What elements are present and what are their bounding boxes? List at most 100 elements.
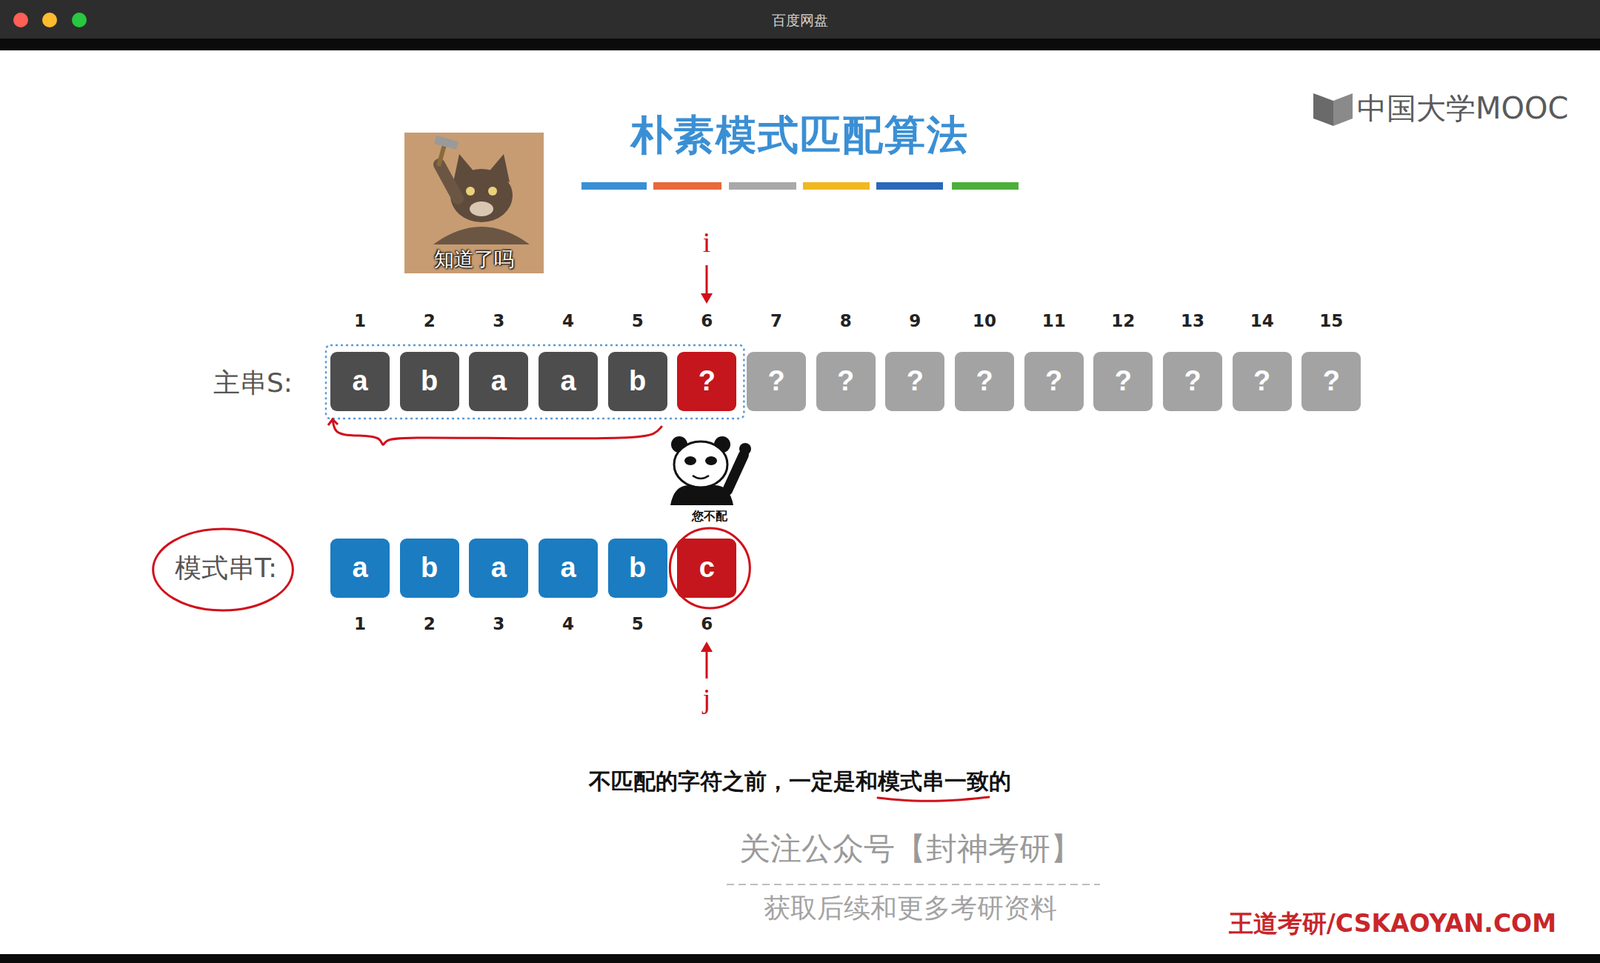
- char-text: ?: [1322, 365, 1340, 398]
- main-char-box: ?: [816, 351, 876, 412]
- index-number: 5: [631, 311, 644, 332]
- meme-picture: [404, 132, 544, 274]
- panda-eye: [705, 456, 718, 466]
- main-char-box: ?: [746, 351, 806, 412]
- panda-hand: [739, 442, 752, 455]
- meme-caption: 知道了吗: [434, 247, 515, 272]
- index-number: 6: [700, 614, 713, 635]
- cat-eye: [488, 186, 498, 196]
- char-text: ?: [906, 365, 924, 398]
- index-number: 12: [1111, 311, 1135, 332]
- panda-face: [674, 441, 728, 488]
- index-number: 6: [700, 311, 713, 332]
- pattern-char-box: a: [468, 538, 529, 598]
- main-char-box: a: [538, 351, 598, 412]
- hammer-head: [434, 135, 459, 150]
- watermark: 关注公众号【封神考研】: [739, 830, 1082, 868]
- char-text: a: [560, 552, 576, 584]
- char-text: a: [560, 365, 576, 398]
- main-char-box: ?: [1162, 351, 1223, 412]
- logo-text: 中国大学MOOC: [1357, 90, 1569, 126]
- watermark-rule: [726, 883, 1100, 886]
- slide-title: 朴素模式匹配算法: [631, 110, 969, 160]
- index-number: 15: [1319, 311, 1343, 332]
- main-char-box: a: [330, 351, 390, 412]
- cat-body: [433, 226, 530, 245]
- pointer-arrow: [705, 265, 709, 295]
- panda-eye: [684, 456, 697, 466]
- index-number: 1: [354, 311, 366, 332]
- brand-text: 王道考研/CSKAOYAN.COM: [1228, 908, 1557, 939]
- char-text: ?: [1183, 365, 1201, 398]
- char-text: b: [420, 365, 438, 398]
- char-text: ?: [1253, 365, 1271, 398]
- char-text: b: [420, 552, 438, 584]
- char-text: a: [351, 552, 368, 584]
- index-number: 9: [908, 311, 921, 332]
- pointer-label: j: [702, 682, 712, 717]
- bottom-edge: [0, 954, 1600, 963]
- color-bar: [653, 182, 722, 190]
- char-text: a: [351, 365, 368, 398]
- color-bar: [728, 182, 797, 190]
- panda-arm: [727, 454, 744, 491]
- index-number: 4: [562, 311, 575, 332]
- color-bar: [951, 182, 1019, 190]
- index-number: 14: [1250, 311, 1275, 332]
- char-text: b: [628, 365, 646, 398]
- main-char-box: ?: [885, 351, 945, 412]
- char-text: ?: [975, 365, 993, 398]
- hand-drawn-brace: [332, 419, 662, 445]
- meme-caption: 您不配: [691, 508, 728, 523]
- string-label: 模式串T:: [174, 551, 278, 584]
- char-text: a: [491, 365, 507, 398]
- char-text: b: [628, 552, 646, 584]
- hand-drawn-underline: [877, 797, 989, 801]
- index-number: 7: [770, 311, 783, 332]
- window-button: [71, 12, 87, 28]
- index-number: 11: [1042, 311, 1066, 332]
- main-char-box: ?: [1232, 351, 1292, 412]
- char-text: ?: [837, 365, 855, 398]
- char-text: ?: [767, 365, 785, 398]
- cat-arm: [439, 164, 458, 199]
- pattern-char-box: b: [400, 538, 460, 598]
- main-char-box: ?: [677, 351, 737, 412]
- main-char-box: b: [608, 351, 668, 412]
- main-char-box: ?: [954, 351, 1015, 412]
- char-text: ?: [698, 365, 716, 398]
- char-text: ?: [1114, 365, 1132, 398]
- window-button: [13, 12, 29, 28]
- color-bar: [581, 182, 647, 190]
- pointer-arrow: [705, 650, 709, 679]
- index-number: 8: [840, 311, 852, 332]
- index-number: 2: [423, 614, 436, 635]
- main-char-box: b: [400, 351, 460, 412]
- pattern-char-box: a: [538, 538, 598, 598]
- cat-muzzle: [469, 201, 494, 217]
- color-bar: [876, 182, 943, 190]
- logo-icon: [1313, 93, 1334, 126]
- title-bar-edge: [0, 38, 1600, 51]
- string-label: 主串S:: [213, 366, 293, 399]
- main-char-box: ?: [1024, 351, 1084, 412]
- logo-icon: [1333, 93, 1353, 126]
- dotted-frame: [325, 345, 744, 419]
- pattern-char-box: b: [608, 538, 668, 598]
- arrow-head: [700, 293, 713, 304]
- main-char-box: ?: [1093, 351, 1153, 412]
- index-number: 5: [631, 614, 644, 635]
- pattern-char-box: a: [330, 538, 390, 598]
- window-title: 百度网盘: [771, 11, 829, 29]
- pattern-char-box: c: [677, 538, 737, 598]
- index-number: 4: [562, 614, 575, 635]
- window-button: [42, 12, 58, 28]
- pointer-label: i: [702, 225, 712, 260]
- arrow-head: [700, 641, 713, 652]
- meme-background: [404, 132, 544, 274]
- hand-drawn-tick: [328, 419, 338, 426]
- hand-drawn-ellipse: [153, 528, 294, 611]
- index-number: 10: [972, 311, 997, 332]
- watermark: 获取后续和更多考研资料: [763, 891, 1058, 924]
- index-number: 3: [492, 614, 505, 635]
